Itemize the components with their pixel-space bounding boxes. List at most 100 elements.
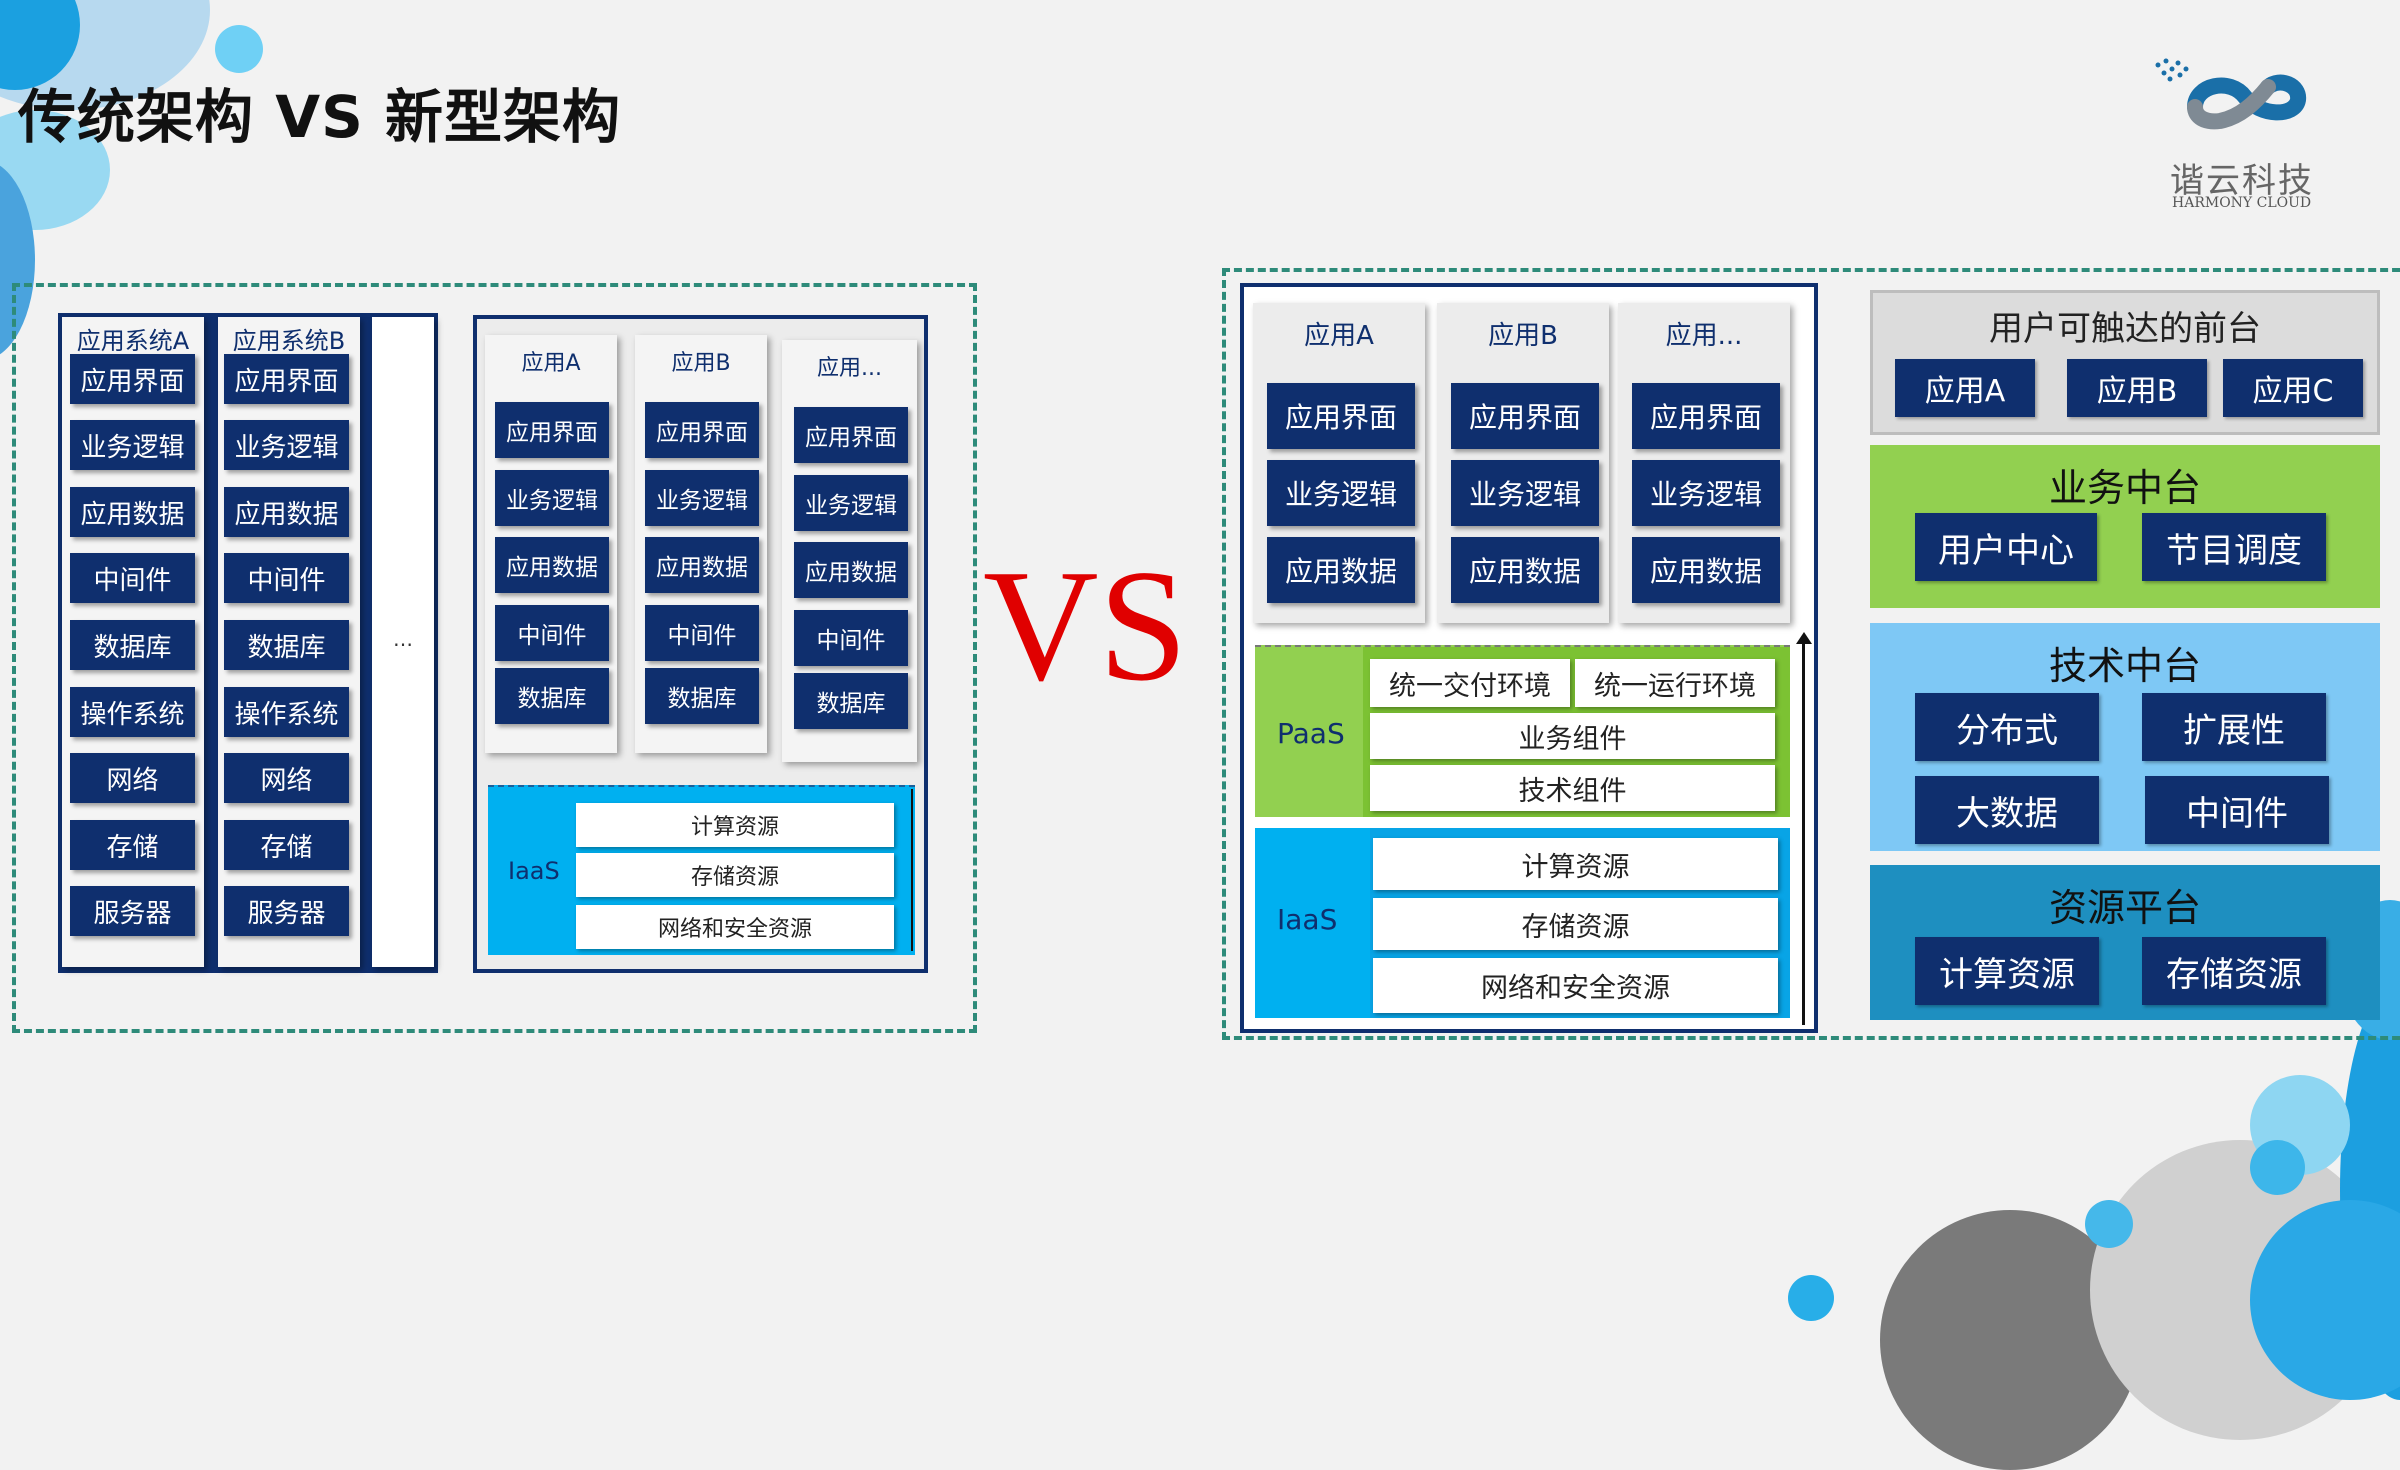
layer-box: 存储 <box>70 820 195 870</box>
tier-item: 应用C <box>2223 359 2363 417</box>
app-label: 应用... <box>1665 321 1743 351</box>
tier-title: 技术中台 <box>2048 644 2201 688</box>
logo-name-cn: 谐云科技 <box>2170 161 2314 201</box>
decor-circle <box>2085 1200 2133 1248</box>
stack-arrow <box>1802 640 1805 1025</box>
layer-box: 业务逻辑 <box>794 475 908 531</box>
iaas-block: IaaS 计算资源 存储资源 网络和安全资源 <box>488 785 915 955</box>
layer-box: 应用界面 <box>495 402 609 458</box>
layer-box: 网络 <box>224 753 349 803</box>
app-label: 应用... <box>817 356 882 381</box>
paas-app-a: 应用A 应用界面 业务逻辑 应用数据 <box>1253 303 1425 623</box>
tier-item: 扩展性 <box>2142 693 2326 761</box>
paas-block: PaaS 统一交付环境 统一运行环境 业务组件 技术组件 <box>1255 645 1790 817</box>
app-label: 应用A <box>521 351 581 376</box>
layer-box: 应用界面 <box>224 354 349 404</box>
page-title: 传统架构 VS 新型架构 <box>18 83 622 151</box>
paas-env-bar: 统一运行环境 <box>1575 659 1775 707</box>
tech-tier: 技术中台 分布式 扩展性 大数据 中间件 <box>1870 623 2380 851</box>
layer-box: 业务逻辑 <box>495 470 609 526</box>
layer-box: 应用界面 <box>70 354 195 404</box>
layer-box: 数据库 <box>224 620 349 670</box>
tier-title: 资源平台 <box>2048 886 2201 930</box>
paas-component-bar: 业务组件 <box>1370 713 1775 759</box>
resource-bar: 网络和安全资源 <box>576 905 894 949</box>
tier-item: 存储资源 <box>2142 937 2326 1005</box>
iaas-block-new: IaaS 计算资源 存储资源 网络和安全资源 <box>1255 828 1790 1018</box>
layer-box: 中间件 <box>70 553 195 603</box>
logo: 谐云科技 HARMONY CLOUD <box>2150 55 2325 215</box>
layer-box: 操作系统 <box>224 687 349 737</box>
layer-box: 中间件 <box>645 605 759 661</box>
tier-item: 用户中心 <box>1915 513 2097 581</box>
layer-box: 服务器 <box>224 886 349 936</box>
layer-box: 中间件 <box>794 610 908 666</box>
layer-box: 应用数据 <box>645 537 759 593</box>
vs-label: VS <box>983 536 1188 714</box>
app-system-label: 应用系统A <box>76 327 190 355</box>
layer-box: 中间件 <box>224 553 349 603</box>
layer-box: 应用数据 <box>224 487 349 537</box>
layer-box: 业务逻辑 <box>1632 460 1780 526</box>
more-ellipsis: … <box>393 627 413 651</box>
resource-bar: 存储资源 <box>1373 898 1778 950</box>
iaas-label: IaaS <box>508 857 560 885</box>
iaas-app-a: 应用A 应用界面 业务逻辑 应用数据 中间件 数据库 <box>485 335 617 753</box>
decor-circle <box>1788 1275 1834 1321</box>
frontend-tier: 用户可触达的前台 应用A 应用B 应用C <box>1870 290 2380 435</box>
tier-item: 计算资源 <box>1915 937 2099 1005</box>
paas-label: PaaS <box>1277 717 1345 750</box>
layer-box: 操作系统 <box>70 687 195 737</box>
decor-circle <box>215 25 263 73</box>
paas-app-b: 应用B 应用界面 业务逻辑 应用数据 <box>1437 303 1609 623</box>
stack-arrowhead <box>1796 632 1812 644</box>
layer-box: 应用数据 <box>794 542 908 598</box>
resource-tier: 资源平台 计算资源 存储资源 <box>1870 865 2380 1020</box>
layer-box: 业务逻辑 <box>224 420 349 470</box>
layer-box: 业务逻辑 <box>70 420 195 470</box>
layer-box: 存储 <box>224 820 349 870</box>
layer-box: 应用界面 <box>794 407 908 463</box>
iaas-arrow <box>911 789 913 951</box>
tier-item: 应用A <box>1895 359 2035 417</box>
layer-box: 数据库 <box>645 668 759 724</box>
layer-box: 数据库 <box>70 620 195 670</box>
layer-box: 数据库 <box>794 673 908 729</box>
layer-box: 中间件 <box>495 605 609 661</box>
app-system-label: 应用系统B <box>232 327 346 355</box>
new-architecture-frame <box>1222 268 2400 1040</box>
app-label: 应用A <box>1304 321 1374 351</box>
app-system-a: 应用系统A 应用界面 业务逻辑 应用数据 中间件 数据库 操作系统 网络 存储 … <box>62 317 204 967</box>
paas-app-more: 应用... 应用界面 业务逻辑 应用数据 <box>1618 303 1790 623</box>
layer-box: 应用数据 <box>70 487 195 537</box>
tier-item: 中间件 <box>2145 776 2329 844</box>
resource-bar: 存储资源 <box>576 853 894 897</box>
logo-icon <box>2155 58 2306 130</box>
layer-box: 服务器 <box>70 886 195 936</box>
tier-item: 节目调度 <box>2142 513 2326 581</box>
paas-component-bar: 技术组件 <box>1370 765 1775 811</box>
layer-box: 应用数据 <box>1451 537 1599 603</box>
layer-box: 应用数据 <box>1632 537 1780 603</box>
traditional-architecture-frame <box>12 283 977 1033</box>
app-label: 应用B <box>1488 321 1558 351</box>
layer-box: 业务逻辑 <box>1267 460 1415 526</box>
tier-item: 应用B <box>2067 359 2207 417</box>
resource-bar: 网络和安全资源 <box>1373 958 1778 1013</box>
layer-box: 网络 <box>70 753 195 803</box>
resource-bar: 计算资源 <box>576 803 894 847</box>
app-label: 应用B <box>671 351 731 376</box>
layer-box: 应用界面 <box>645 402 759 458</box>
resource-bar: 计算资源 <box>1373 838 1778 890</box>
iaas-app-b: 应用B 应用界面 业务逻辑 应用数据 中间件 数据库 <box>635 335 767 753</box>
layer-box: 业务逻辑 <box>1451 460 1599 526</box>
business-tier: 业务中台 用户中心 节目调度 <box>1870 445 2380 608</box>
tier-title: 业务中台 <box>2048 466 2201 510</box>
tier-item: 大数据 <box>1915 776 2099 844</box>
tier-item: 分布式 <box>1915 693 2099 761</box>
logo-name-en: HARMONY CLOUD <box>2172 195 2312 211</box>
iaas-label: IaaS <box>1277 903 1338 936</box>
layer-box: 数据库 <box>495 668 609 724</box>
more-systems-column: … <box>372 317 434 967</box>
paas-env-bar: 统一交付环境 <box>1370 659 1570 707</box>
